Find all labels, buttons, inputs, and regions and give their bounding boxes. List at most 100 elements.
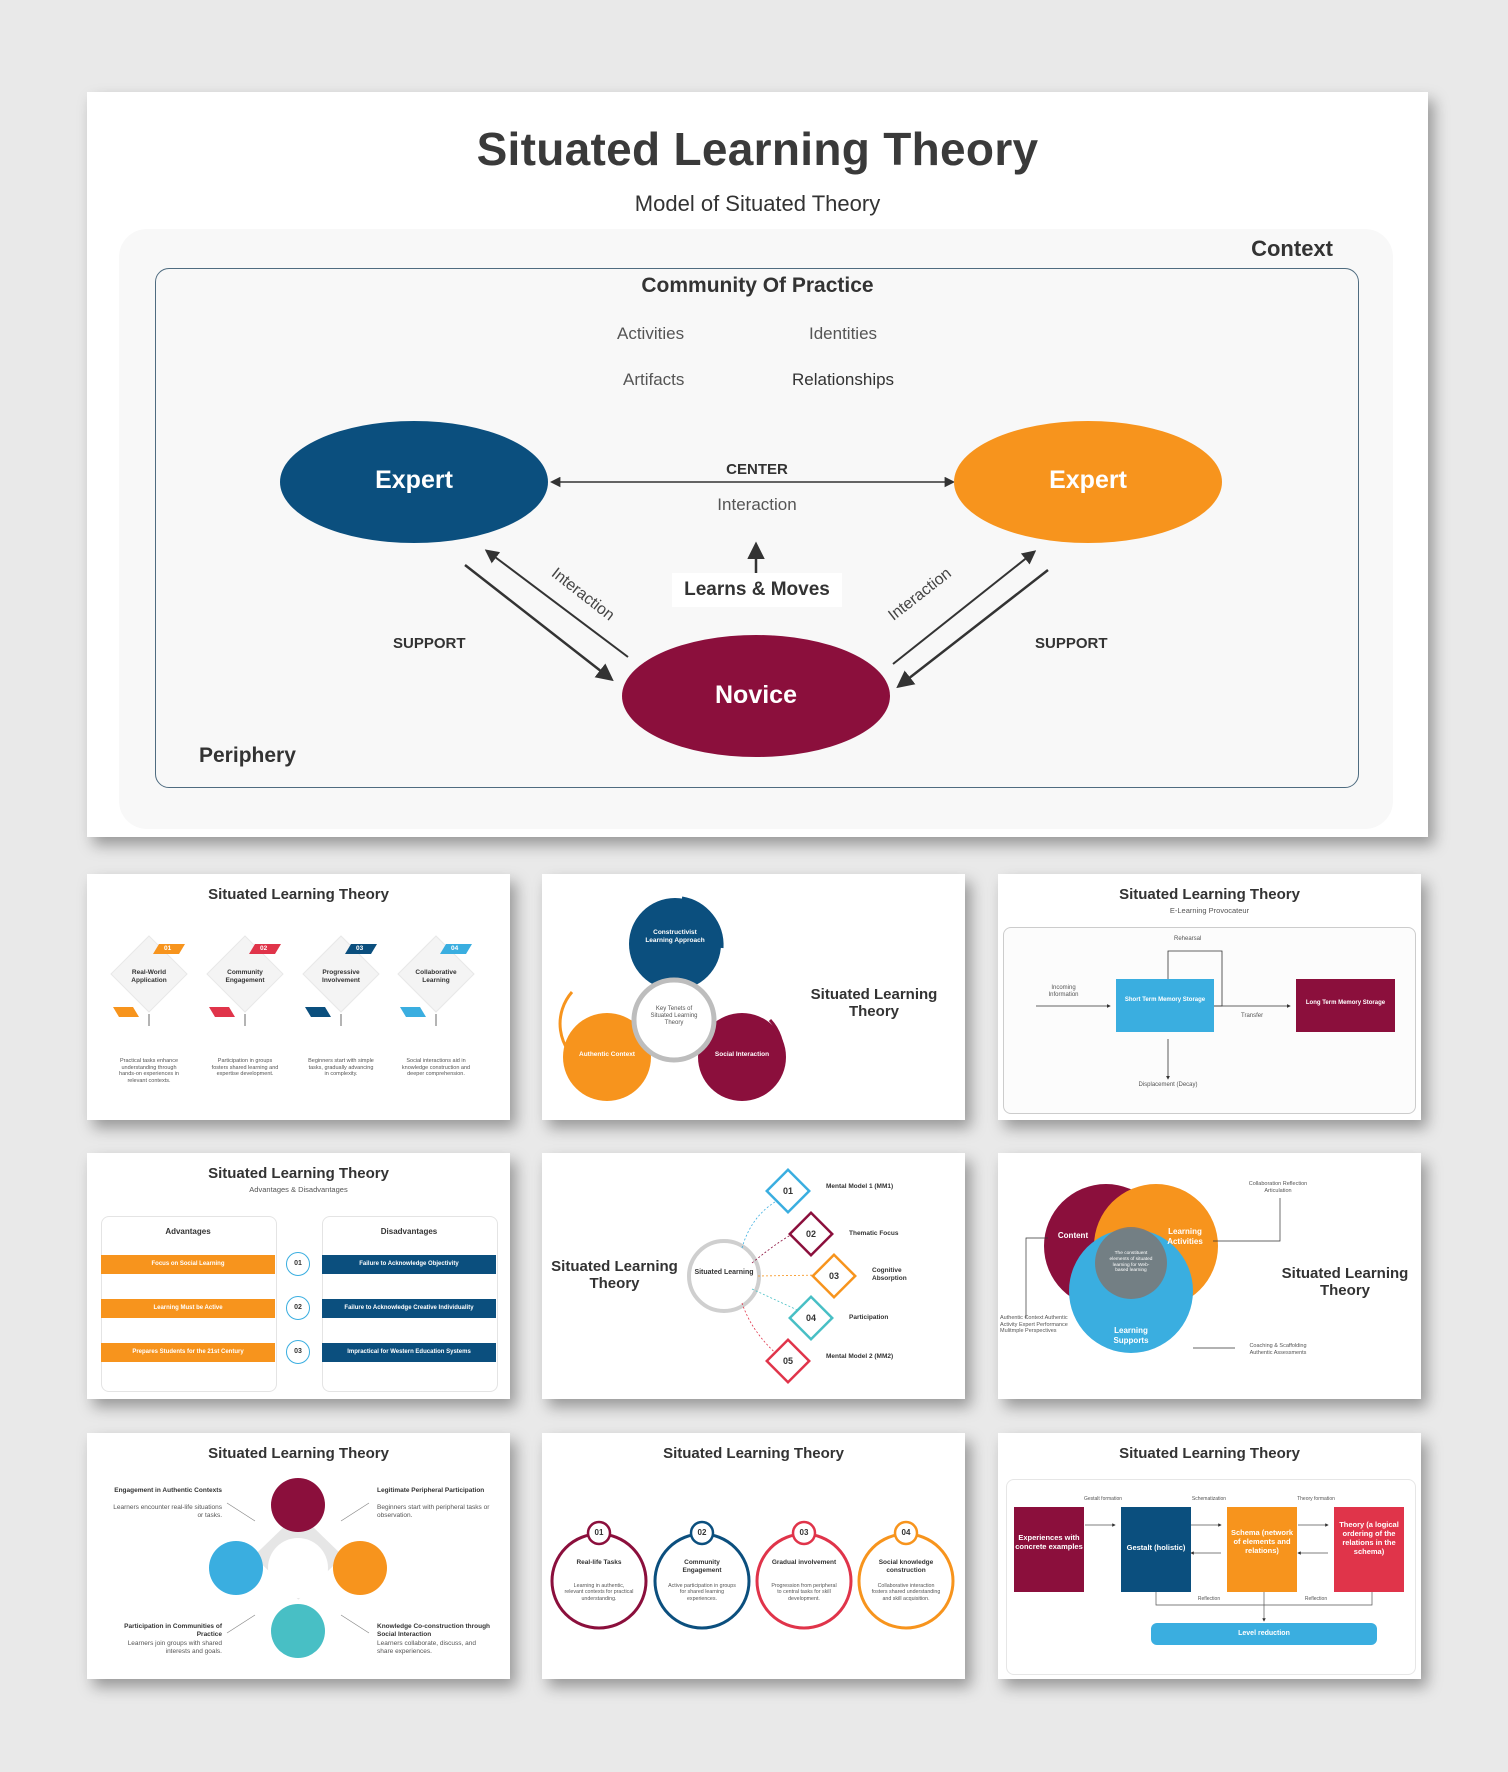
t6-supports: Learning Supports [1113, 1326, 1149, 1345]
thumbnail-slide-8[interactable]: Situated Learning Theory 01 02 03 04 Rea… [542, 1433, 965, 1679]
page-subtitle: Model of Situated Theory [634, 191, 881, 216]
periphery-label: Periphery [199, 744, 296, 767]
t5-diagram [687, 1168, 857, 1384]
thumbnail-slide-5[interactable]: Situated Learning Theory Situated Learni… [542, 1153, 965, 1399]
t9-top-label: Schematization [1191, 1496, 1227, 1502]
thumbnail-slide-6[interactable]: Content Learning Activities Learning Sup… [998, 1153, 1421, 1399]
t4-num: 01 [286, 1252, 310, 1276]
center-label: CENTER [726, 461, 788, 478]
t9-box: Experiences with concrete examples [1015, 1533, 1083, 1551]
t5-label: Participation [849, 1314, 889, 1321]
novice-ellipse [622, 635, 890, 757]
t5-num: 02 [805, 1229, 816, 1239]
t4-dis-bar [322, 1343, 496, 1362]
t2-left-label: Authentic Context [579, 1051, 635, 1058]
expert-left-label: Expert [375, 466, 453, 494]
t5-num: 03 [828, 1271, 839, 1281]
thumb-title: Situated Learning Theory [663, 1445, 844, 1462]
t5-num: 04 [805, 1313, 816, 1323]
expert-left-ellipse [280, 421, 548, 543]
community-frame [155, 268, 1359, 788]
t8-num: 02 [697, 1528, 707, 1537]
t2-right-label: Social Interaction [714, 1051, 770, 1058]
thumbnail-slide-3[interactable]: Situated Learning Theory E-Learning Prov… [998, 874, 1421, 1120]
thumb-title: Situated Learning Theory [208, 886, 389, 903]
thumb-subtitle: E-Learning Provocateur [1169, 906, 1250, 915]
t7-desc: Beginners start with peripheral tasks or… [377, 1504, 490, 1519]
t7-title: Knowledge Co-construction through Social… [377, 1623, 491, 1638]
t5-center: Situated Learning [694, 1269, 754, 1276]
thumbnail-slide-4[interactable]: Situated Learning Theory Advantages & Di… [87, 1153, 510, 1399]
t6-bottom-note: Coaching & Scaffolding Authentic Assessm… [1249, 1343, 1307, 1356]
t9-top-label: Theory formation [1297, 1496, 1335, 1502]
support-right-arrow [896, 569, 1049, 689]
t9-frame [1006, 1479, 1416, 1675]
t5-label: Mental Model 1 (MM1) [826, 1183, 894, 1190]
community-item: Identities [809, 324, 878, 343]
t7-desc: Learners collaborate, discuss, and share… [377, 1640, 477, 1655]
t3-incoming: Incoming Information [1048, 985, 1079, 999]
t8-desc: Progression from peripheral to central t… [771, 1583, 837, 1602]
t4-adv-bar [101, 1255, 275, 1274]
t1-label: Progressive Involvement [322, 969, 360, 984]
thumb-title: Situated Learning Theory [551, 1258, 678, 1293]
thumb-title: Situated Learning Theory [1119, 886, 1300, 903]
t3-transfer: Transfer [1241, 1013, 1264, 1019]
thumbnail-slide-1[interactable]: Situated Learning Theory 01 02 03 04 Rea… [87, 874, 510, 1120]
t1-num: 01 [164, 945, 172, 952]
t9-reflection: Reflection [1304, 1596, 1328, 1602]
center-interaction: Interaction [717, 495, 797, 514]
thumb-title: Situated Learning Theory [208, 1165, 389, 1182]
t8-num: 04 [901, 1528, 911, 1537]
thumb-title: Situated Learning Theory [1119, 1445, 1300, 1462]
community-title: Community Of Practice [641, 274, 874, 297]
t9-box: Gestalt (holistic) [1126, 1543, 1186, 1552]
t6-content: Content [1057, 1231, 1089, 1240]
t7-title: Legitimate Peripheral Participation [377, 1487, 485, 1494]
t1-desc: Practical tasks enhance understanding th… [119, 1058, 179, 1084]
t2-top-label: Constructivist Learning Approach [645, 929, 705, 944]
thumbnail-slide-7[interactable]: Situated Learning Theory Engagement in A… [87, 1433, 510, 1679]
t1-diamonds [110, 935, 475, 1026]
t4-dis-text: Failure to Acknowledge Objectivity [359, 1261, 459, 1267]
t9-top-label: Gestalt formation [1083, 1496, 1123, 1502]
t6-activities: Learning Activities [1167, 1227, 1203, 1246]
t7-title: Participation in Communities of Practice [124, 1623, 222, 1638]
t9-box: Schema (network of elements and relation… [1230, 1528, 1294, 1555]
thumb-title: Situated Learning Theory [810, 986, 938, 1020]
t9-box: Theory (a logical ordering of the relati… [1339, 1520, 1399, 1556]
thumb-title: Situated Learning Theory [208, 1445, 389, 1462]
community-item: Activities [617, 324, 685, 343]
t8-num: 03 [799, 1528, 809, 1537]
t4-dis-bar [322, 1299, 496, 1318]
t7-diagram [209, 1478, 387, 1658]
t4-adv-bar [101, 1343, 275, 1362]
t1-desc: Social interactions aid in knowledge con… [401, 1058, 471, 1078]
thumb-title: Situated Learning Theory [1281, 1265, 1409, 1300]
t3-stm: Short Term Memory Storage [1124, 997, 1206, 1003]
main-slide[interactable]: Situated Learning Theory Model of Situat… [87, 92, 1428, 837]
thumbnail-slide-2[interactable]: Constructivist Learning Approach Authent… [542, 874, 965, 1120]
community-item: Relationships [792, 370, 895, 389]
t3-arrows [1036, 950, 1395, 1080]
t8-desc: Learning in authentic, relevant contexts… [564, 1583, 634, 1602]
thumbnail-slide-9[interactable]: Situated Learning Theory Experiences wit… [998, 1433, 1421, 1679]
t6-left-note: Authentic Context Authentic Activity Exp… [1000, 1315, 1068, 1335]
support-left-label: SUPPORT [393, 635, 466, 652]
t2-center-label: Key Tenets of Situated Learning Theory [650, 1006, 698, 1027]
t9-reflection: Reflection [1197, 1596, 1221, 1602]
t7-title: Engagement in Authentic Contexts [114, 1487, 222, 1494]
t8-label: Social knowledge construction [878, 1559, 934, 1574]
t5-num: 05 [782, 1356, 793, 1366]
novice-label: Novice [715, 681, 797, 709]
t3-rehearsal: Rehearsal [1174, 936, 1202, 942]
t3-displacement: Displacement (Decay) [1138, 1082, 1198, 1088]
t5-label: Mental Model 2 (MM2) [826, 1353, 894, 1360]
community-item: Artifacts [623, 370, 685, 389]
t4-num: 03 [286, 1340, 310, 1364]
t9-level: Level reduction [1238, 1630, 1290, 1637]
t1-num: 04 [451, 945, 459, 952]
t4-num: 02 [286, 1296, 310, 1320]
t8-label: Real-life Tasks [576, 1559, 622, 1566]
support-left-arrow [464, 564, 614, 682]
